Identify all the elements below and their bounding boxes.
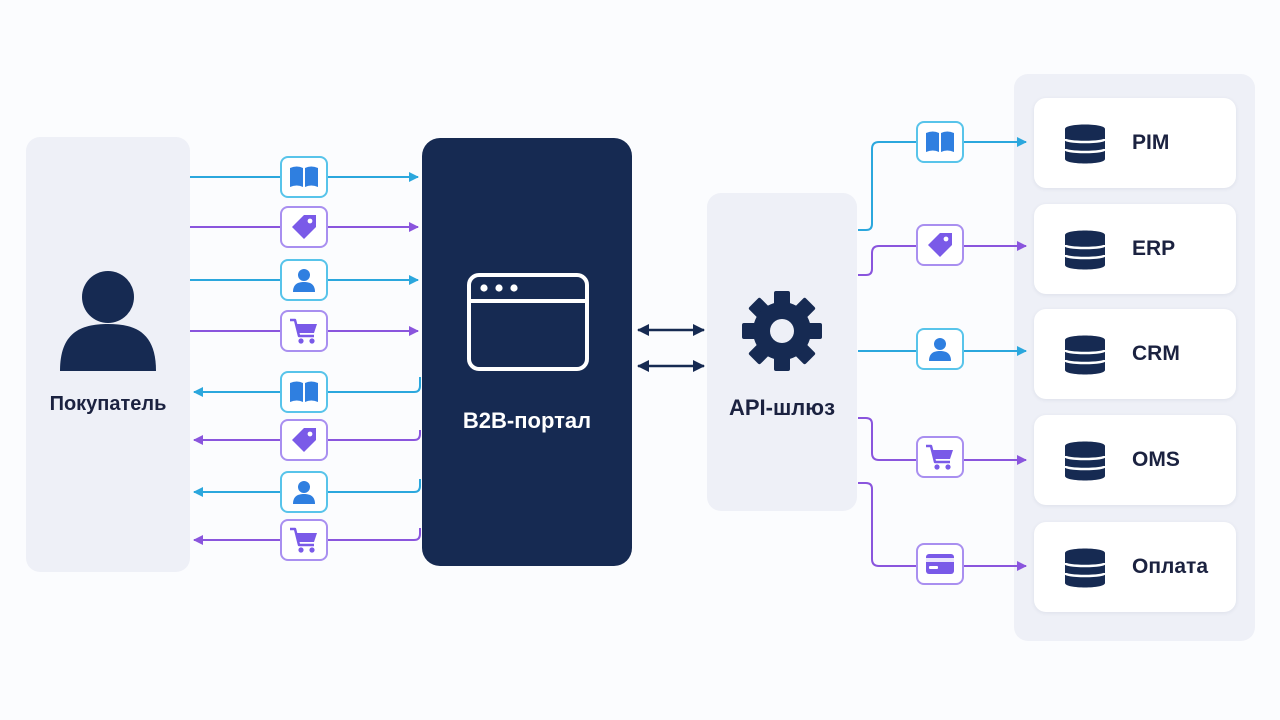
database-icon	[1064, 335, 1106, 375]
flow-chip	[280, 371, 328, 413]
catalog-book-icon	[290, 381, 318, 402]
flow-line-response	[193, 430, 421, 445]
flow-chip	[280, 259, 328, 301]
api-gateway-node: API-шлюз	[707, 193, 857, 511]
system-label: Оплата	[1132, 555, 1209, 578]
api-gateway-label: API-шлюз	[728, 395, 836, 420]
user-avatar-icon	[60, 271, 156, 371]
flow-chip	[916, 121, 964, 163]
shopping-cart-icon	[290, 318, 317, 344]
flow-chip	[280, 419, 328, 461]
system-card-crm: CRM	[1034, 309, 1236, 399]
flow-line-response	[193, 479, 421, 497]
database-icon	[1064, 548, 1106, 588]
credit-card-icon	[926, 554, 954, 574]
database-icon	[1064, 124, 1106, 164]
flow-chip	[916, 224, 964, 266]
gear-icon	[742, 291, 822, 371]
flow-line-oms	[858, 417, 1027, 465]
flow-chip	[280, 471, 328, 513]
user-profile-icon	[293, 481, 315, 504]
flow-chip	[280, 310, 328, 352]
browser-window-icon	[467, 273, 589, 371]
shopping-cart-icon	[926, 444, 953, 470]
flow-line-erp	[858, 241, 1027, 276]
system-card-erp: ERP	[1034, 204, 1236, 294]
flow-line-pim	[858, 137, 1027, 231]
flow-line-payment	[858, 482, 1027, 571]
buyer-node: Покупатель	[26, 137, 190, 572]
price-tag-icon	[928, 233, 952, 257]
price-tag-icon	[292, 428, 316, 452]
system-label: ERP	[1132, 237, 1176, 260]
system-label: PIM	[1132, 131, 1170, 154]
user-profile-icon	[293, 269, 315, 292]
flow-chip	[916, 543, 964, 585]
buyer-label: Покупатель	[49, 393, 167, 415]
flow-chip	[280, 206, 328, 248]
system-card-oms: OMS	[1034, 415, 1236, 505]
shopping-cart-icon	[290, 527, 317, 553]
flow-chip	[916, 328, 964, 370]
flow-line-response	[193, 377, 421, 397]
catalog-book-icon	[926, 131, 954, 152]
system-label: CRM	[1132, 342, 1180, 365]
system-card-payment: Оплата	[1034, 522, 1236, 612]
price-tag-icon	[292, 215, 316, 239]
system-label: OMS	[1132, 448, 1180, 471]
system-card-pim: PIM	[1034, 98, 1236, 188]
user-profile-icon	[929, 338, 951, 361]
database-icon	[1064, 230, 1106, 270]
b2b-portal-label: B2B-портал	[462, 408, 592, 433]
database-icon	[1064, 441, 1106, 481]
b2b-portal-node: B2B-портал	[422, 138, 632, 566]
flow-chip	[916, 436, 964, 478]
catalog-book-icon	[290, 166, 318, 187]
flow-chip	[280, 156, 328, 198]
flow-line-response	[193, 528, 421, 545]
flow-chip	[280, 519, 328, 561]
